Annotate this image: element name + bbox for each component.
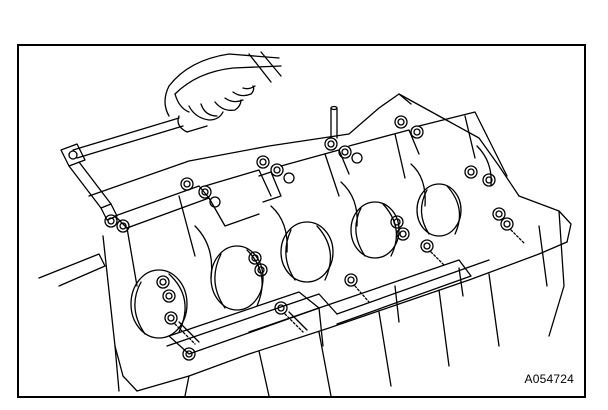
block-outline — [38, 93, 572, 396]
torque-wrench — [60, 117, 184, 221]
bearing-caps — [114, 111, 508, 355]
hand — [164, 51, 282, 133]
dowel-pin — [330, 105, 338, 139]
engine-block-bearing-cap-illustration — [38, 51, 572, 396]
bolts-lower-row — [156, 215, 526, 361]
figure-frame: A054724 — [17, 44, 586, 398]
bolts-upper-row — [104, 115, 506, 233]
figure-code: A054724 — [524, 372, 574, 386]
journal-bores — [130, 183, 462, 339]
